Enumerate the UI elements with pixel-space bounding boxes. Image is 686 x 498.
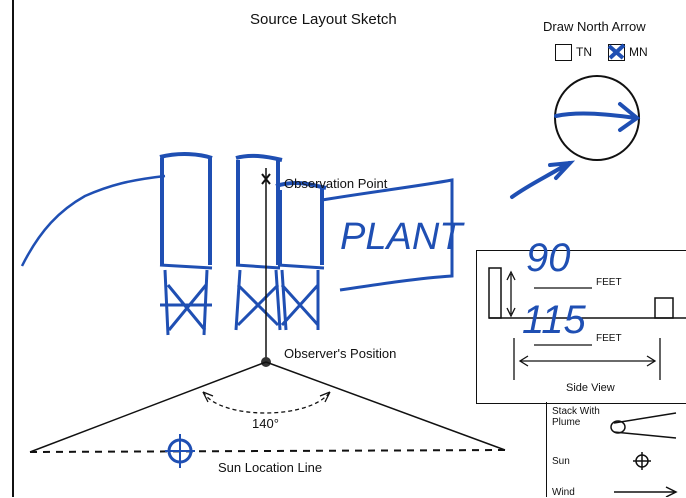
hand-arrow	[510, 160, 576, 199]
wind-arrow-icon	[614, 486, 678, 497]
silo-1-legs	[159, 263, 213, 336]
plant-building	[321, 178, 454, 292]
side-view-caption: Side View	[566, 382, 615, 394]
angle-label: 140°	[252, 416, 279, 431]
legend-stack-label: Stack With Plume	[552, 406, 600, 428]
tn-checkbox[interactable]	[555, 44, 572, 61]
handwritten-plant: PLANT	[340, 216, 463, 258]
side-view-box	[476, 250, 686, 404]
north-arrow-stroke	[554, 102, 641, 132]
sun-line-label: Sun Location Line	[218, 460, 323, 475]
silo-2	[235, 153, 283, 265]
handwritten-height: 90	[526, 236, 571, 280]
mn-label: MN	[629, 45, 648, 59]
stack-plume-icon	[613, 412, 677, 439]
left-border	[12, 0, 14, 497]
north-arrow-title: Draw North Arrow	[543, 19, 646, 34]
left-angle-line	[29, 361, 267, 453]
legend-sun-label: Sun	[552, 456, 570, 467]
observer-position-label: Observer's Position	[284, 346, 397, 361]
right-angle-line	[265, 361, 506, 451]
side-view-top-unit: FEET	[596, 277, 622, 288]
legend-wind-label: Wind	[552, 487, 575, 498]
angle-arc	[202, 391, 331, 414]
tn-label: TN	[576, 45, 592, 59]
mn-check-mark	[607, 43, 626, 60]
handwritten-distance: 115	[522, 298, 586, 342]
angle-arrowheads	[202, 391, 331, 403]
silo-1	[159, 152, 213, 265]
observation-point-marker	[261, 173, 271, 185]
silo-2-legs	[234, 263, 282, 331]
sun-location-line	[29, 449, 506, 453]
observation-point-label: Observation Point	[284, 176, 388, 191]
page-title: Source Layout Sketch	[250, 11, 397, 28]
silo-3	[275, 180, 327, 265]
legend	[546, 402, 686, 497]
silo-3-legs	[277, 263, 325, 331]
side-view-observer	[654, 297, 674, 319]
ridge-line	[20, 174, 166, 267]
side-view-bottom-unit: FEET	[596, 333, 622, 344]
